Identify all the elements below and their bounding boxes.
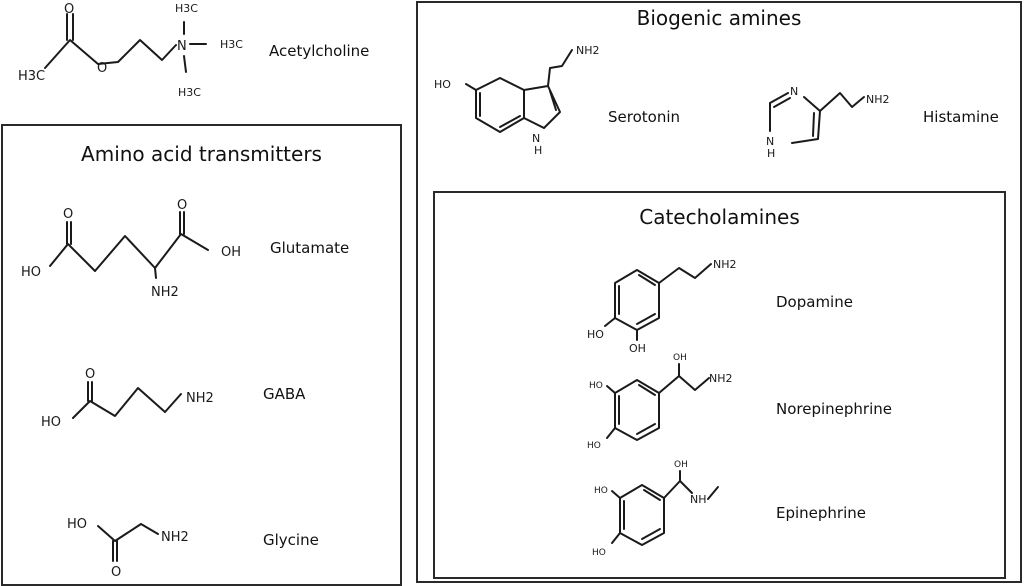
atom-ho: HO xyxy=(41,415,61,430)
atom-nh: NH xyxy=(690,493,707,506)
atom-oh: OH xyxy=(629,342,646,355)
atom-nh2: NH2 xyxy=(161,530,189,545)
atom-ho: HO xyxy=(434,78,451,91)
molecule-name-gaba: GABA xyxy=(263,385,306,403)
molecule-name-norepinephrine: Norepinephrine xyxy=(776,400,892,418)
atom-nh2: NH2 xyxy=(866,93,890,106)
atom-o: O xyxy=(111,565,121,580)
molecule-name-acetylcholine: Acetylcholine xyxy=(269,42,370,60)
atom-oh: OH xyxy=(221,245,241,260)
atom-o: O xyxy=(64,2,74,17)
atom-n: N xyxy=(532,132,540,145)
atom-ho: HO xyxy=(67,517,87,532)
molecule-name-dopamine: Dopamine xyxy=(776,293,853,311)
molecule-name-epinephrine: Epinephrine xyxy=(776,504,866,522)
atom-n: N xyxy=(766,135,774,148)
catecholamines-box: Catecholamines HO OH NH2 Dopamine OH HO … xyxy=(433,191,1006,579)
atom-nh2: NH2 xyxy=(709,372,733,385)
amino-acid-transmitters-box: Amino acid transmitters O O HO OH NH2 Gl… xyxy=(1,124,402,586)
box-title-amino-acid: Amino acid transmitters xyxy=(81,142,322,166)
molecule-name-glutamate: Glutamate xyxy=(270,239,350,257)
atom-oh: OH xyxy=(674,460,688,470)
epinephrine-structure: OH HO HO NH xyxy=(592,460,719,558)
box-title-biogenic-amines: Biogenic amines xyxy=(636,6,802,30)
atom-ho: HO xyxy=(594,486,608,496)
atom-ho: HO xyxy=(589,381,603,391)
atom-ho: HO xyxy=(592,548,606,558)
molecule-name-glycine: Glycine xyxy=(263,531,319,549)
acetylcholine-structure: O O H3C N H3C H3C H3C xyxy=(18,2,243,99)
atom-methyl: H3C xyxy=(220,38,243,51)
atom-methyl: H3C xyxy=(18,69,45,84)
atom-ho: HO xyxy=(587,441,601,451)
atom-o: O xyxy=(97,61,107,76)
atom-n: N xyxy=(177,39,187,54)
atom-nh2: NH2 xyxy=(576,44,600,57)
atom-o: O xyxy=(63,207,73,222)
atom-nh2: NH2 xyxy=(186,391,214,406)
atom-ho: HO xyxy=(21,265,41,280)
glutamate-structure: O O HO OH NH2 xyxy=(21,198,241,300)
molecule-name-histamine: Histamine xyxy=(923,108,999,126)
atom-ho: HO xyxy=(587,328,604,341)
atom-h: H xyxy=(767,147,775,160)
atom-methyl: H3C xyxy=(178,86,201,99)
norepinephrine-structure: OH HO HO NH2 xyxy=(587,353,733,451)
atom-oh: OH xyxy=(673,353,687,363)
glycine-structure: HO O NH2 xyxy=(67,517,189,580)
atom-nh2: NH2 xyxy=(713,258,737,271)
molecule-name-serotonin: Serotonin xyxy=(608,108,681,126)
atom-nh2: NH2 xyxy=(151,285,179,300)
biogenic-amines-box: Biogenic amines HO N H NH2 Serotonin N N… xyxy=(416,1,1022,583)
box-title-catecholamines: Catecholamines xyxy=(639,205,800,229)
gaba-structure: O HO NH2 xyxy=(41,367,214,430)
atom-n: N xyxy=(790,85,798,98)
atom-o: O xyxy=(85,367,95,382)
serotonin-structure: HO N H NH2 xyxy=(434,44,600,157)
histamine-structure: N N H NH2 xyxy=(766,85,890,160)
atom-methyl: H3C xyxy=(175,2,198,15)
atom-h: H xyxy=(534,144,542,157)
atom-o: O xyxy=(177,198,187,213)
dopamine-structure: HO OH NH2 xyxy=(587,258,737,355)
